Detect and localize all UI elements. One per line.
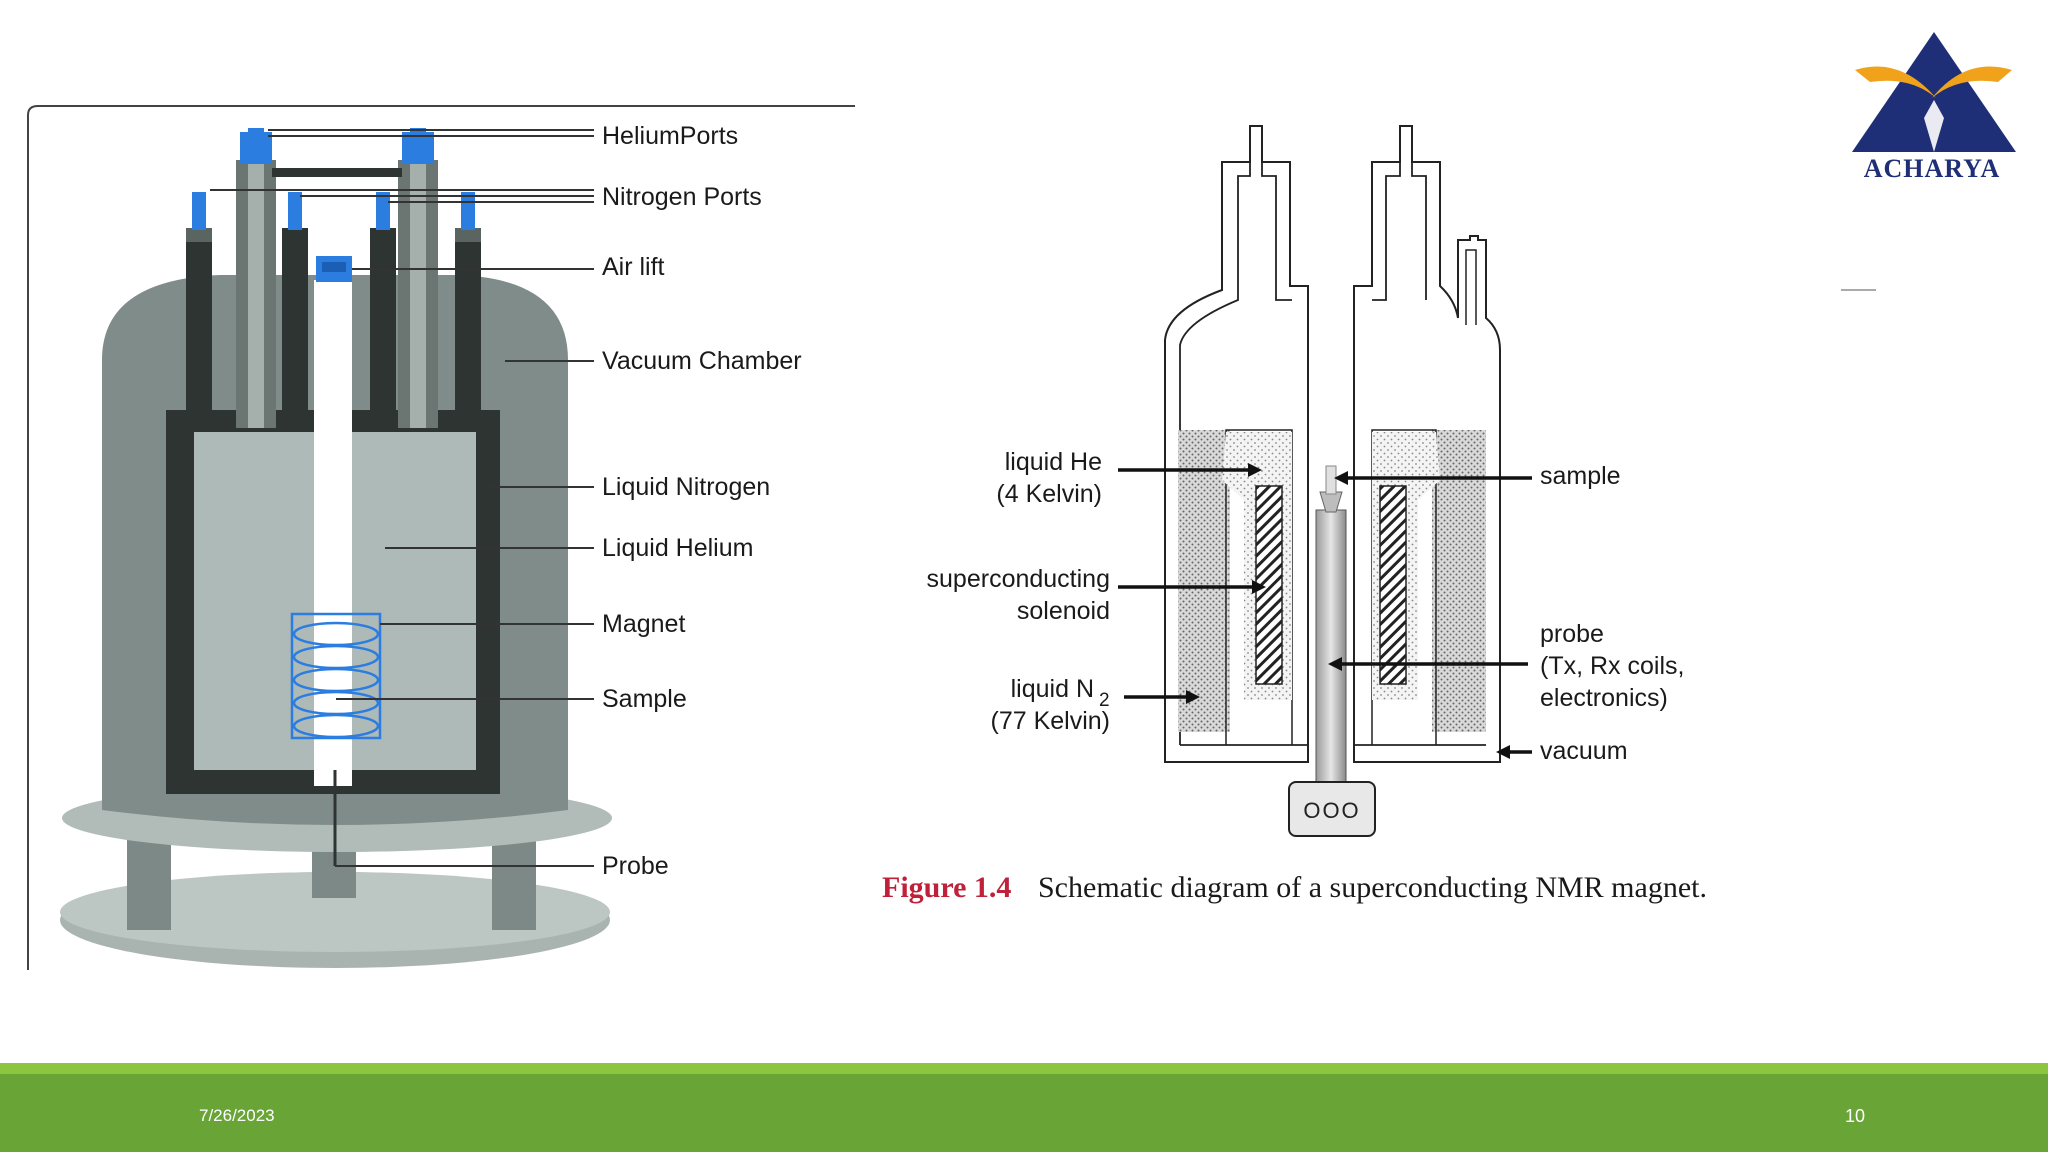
nitrogen-port-4	[461, 192, 475, 230]
label-probe-line2: (Tx, Rx coils,	[1540, 652, 1684, 680]
left-diagram-frame	[27, 105, 855, 970]
label-probe-line1: probe	[1540, 620, 1604, 648]
label-sample: Sample	[602, 685, 687, 713]
label-liquid-he-line1: liquid He	[1005, 448, 1102, 476]
logo-text: ACHARYA	[1864, 154, 2001, 183]
nitrogen-port-3	[376, 192, 390, 230]
figure-number: Figure 1.4	[882, 871, 1011, 904]
liquid-n2-left	[1178, 430, 1230, 732]
probe-tube	[1315, 509, 1347, 783]
label-probe: Probe	[602, 852, 669, 880]
label-helium-ports: HeliumPorts	[602, 122, 738, 150]
footer-bar	[0, 1063, 2048, 1152]
label-vacuum: vacuum	[1540, 737, 1628, 765]
label-solenoid-line2: solenoid	[1017, 597, 1110, 625]
leg-left	[127, 832, 171, 930]
label-liquid-he-line2: (4 Kelvin)	[996, 480, 1102, 508]
label-liquid-n2-subscript: 2	[1099, 690, 1110, 711]
label-liquid-nitrogen: Liquid Nitrogen	[602, 473, 770, 501]
sample-bore	[314, 280, 352, 786]
probe-connector	[1288, 781, 1376, 837]
figure-caption: Schematic diagram of a superconducting N…	[1038, 871, 1707, 904]
solenoid-right	[1379, 485, 1407, 685]
liquid-n2-right	[1432, 430, 1486, 732]
nitrogen-port-2	[288, 192, 302, 230]
acharya-logo: ACHARYA	[1841, 32, 2016, 291]
left-leader-lines	[210, 129, 594, 867]
label-probe-line3: electronics)	[1540, 684, 1668, 712]
logo-swoosh-right	[1932, 66, 2012, 98]
label-air-lift: Air lift	[602, 253, 665, 281]
leg-right	[492, 832, 536, 930]
label-nitrogen-ports: Nitrogen Ports	[602, 183, 762, 211]
right-arrows	[1118, 463, 1532, 759]
sample-tube	[1319, 491, 1343, 513]
label-liquid-helium: Liquid Helium	[602, 534, 753, 562]
label-magnet: Magnet	[602, 610, 685, 638]
logo-swoosh-left	[1855, 66, 1936, 98]
footer-stripe	[0, 1063, 2048, 1074]
label-vacuum-chamber: Vacuum Chamber	[602, 347, 802, 375]
magnet-coil	[290, 612, 382, 740]
probe-connector-label: OOO	[1303, 798, 1360, 823]
label-liquid-n2-line1: liquid N	[1011, 675, 1094, 703]
left-magnet-diagram: HeliumPorts Nitrogen Ports Air lift Vacu…	[27, 105, 855, 970]
label-solenoid-line1: superconducting	[927, 565, 1110, 593]
logo-triangle-icon	[1852, 32, 2016, 152]
label-sample-right: sample	[1540, 462, 1621, 490]
footer-page-number: 10	[1845, 1106, 1866, 1126]
footer-date: 7/26/2023	[199, 1106, 275, 1125]
nitrogen-port-1	[192, 192, 206, 230]
label-liquid-n2-line2: (77 Kelvin)	[991, 707, 1111, 735]
right-magnet-schematic: OOO liquid He (4 Kelvin) superconducting…	[882, 125, 1707, 904]
